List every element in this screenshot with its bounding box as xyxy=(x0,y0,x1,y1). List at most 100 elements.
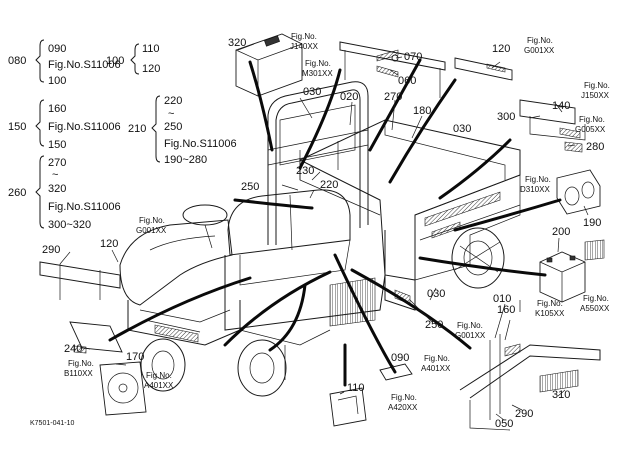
group-code-210: 210 xyxy=(128,123,146,135)
callout-090: 090 xyxy=(391,352,409,364)
callout-120-left: 120 xyxy=(100,238,118,250)
group-150-line-2: Fig.No.S11006 xyxy=(48,121,121,133)
front-bumper xyxy=(127,300,241,346)
callout-200: 200 xyxy=(552,226,570,238)
figref-b110-prefix: Fig.No. xyxy=(68,359,94,368)
part-170-fan-shroud xyxy=(99,361,147,416)
group-brackets xyxy=(35,39,161,229)
figref-j140-code: J140XX xyxy=(290,42,319,51)
part-320-tank xyxy=(235,33,303,97)
figref-j150-code: J150XX xyxy=(581,91,610,100)
figref-a401-left-prefix: Fig.No. xyxy=(146,371,172,380)
callout-120-top: 120 xyxy=(492,43,510,55)
group-260-line-3: 320 xyxy=(48,183,66,195)
hood xyxy=(119,219,233,306)
part-callouts: 320 070 060 120 030 020 270 180 030 140 … xyxy=(42,37,604,430)
callout-300: 300 xyxy=(497,111,515,123)
callout-250-top: 250 xyxy=(241,181,259,193)
callout-220: 220 xyxy=(320,179,338,191)
figref-d310-prefix: Fig.No. xyxy=(525,175,551,184)
callout-250-bottom: 250 xyxy=(425,319,443,331)
callout-270: 270 xyxy=(384,91,402,103)
figref-g005-code: G005XX xyxy=(575,125,606,134)
detached-parts xyxy=(39,33,605,431)
group-260-line-2: ~ xyxy=(52,169,58,181)
group-100-line-1: 110 xyxy=(142,43,160,55)
group-210-line-1: 220 xyxy=(164,95,182,107)
drawing-code: K7501-041-10 xyxy=(30,420,74,427)
seats xyxy=(227,189,351,256)
figref-k105-prefix: Fig.No. xyxy=(537,299,563,308)
group-210-line-4: Fig.No.S11006 xyxy=(164,138,237,150)
group-100-line-2: 120 xyxy=(142,63,160,75)
callout-050: 050 xyxy=(495,418,513,430)
figref-g001-bottom-prefix: Fig.No. xyxy=(457,321,483,330)
group-210-line-3: 250 xyxy=(164,121,182,133)
part-200-battery xyxy=(539,251,586,303)
callout-070: 070 xyxy=(404,51,422,63)
group-code-080: 080 xyxy=(8,55,26,67)
figref-g005-prefix: Fig.No. xyxy=(579,115,605,124)
group-150-line-3: 150 xyxy=(48,139,66,151)
callout-240: 240 xyxy=(64,343,82,355)
figref-a550-prefix: Fig.No. xyxy=(583,294,609,303)
group-260-line-1: 270 xyxy=(48,157,66,169)
callout-020: 020 xyxy=(340,91,358,103)
group-210-line-2: ~ xyxy=(168,108,174,120)
group-260-line-5: 300~320 xyxy=(48,219,91,231)
group-210-line-5: 190~280 xyxy=(164,154,207,166)
group-code-260: 260 xyxy=(8,187,26,199)
part-240-panel xyxy=(69,321,123,353)
figref-j140-prefix: Fig.No. xyxy=(291,32,317,41)
roll-bar xyxy=(267,81,369,245)
group-labels: 080 090 Fig.No.S11006 100 100 110 120 15… xyxy=(8,43,237,231)
group-code-150: 150 xyxy=(8,121,26,133)
callout-290-left: 290 xyxy=(42,244,60,256)
figref-g001-left-prefix: Fig.No. xyxy=(139,216,165,225)
callout-310: 310 xyxy=(552,389,570,401)
callout-190: 190 xyxy=(583,217,601,229)
callout-leaders xyxy=(59,43,589,421)
rear-wheel xyxy=(451,227,505,289)
figref-m301-prefix: Fig.No. xyxy=(305,59,331,68)
callout-170: 170 xyxy=(126,351,144,363)
figref-m301-code: M301XX xyxy=(302,69,333,78)
callout-030-top: 030 xyxy=(303,86,321,98)
figref-a420-code: A420XX xyxy=(388,403,418,412)
bed-decal xyxy=(424,191,501,227)
callout-320: 320 xyxy=(228,37,246,49)
group-260-line-4: Fig.No.S11006 xyxy=(48,201,121,213)
callout-290-bottom: 290 xyxy=(515,408,533,420)
figref-g001-bottom-code: G001XX xyxy=(455,331,486,340)
group-080-line-3: 100 xyxy=(48,75,66,87)
figref-a401-right-code: A401XX xyxy=(421,364,451,373)
callout-280: 280 xyxy=(586,141,604,153)
callout-060: 060 xyxy=(398,75,416,87)
callout-110: 110 xyxy=(347,382,365,394)
callout-010: 010 xyxy=(493,293,511,305)
figref-a401-right-prefix: Fig.No. xyxy=(424,354,450,363)
figref-k105-code: K105XX xyxy=(535,309,565,318)
callout-030-bottom: 030 xyxy=(427,288,445,300)
figure-references: Fig.No. J140XX Fig.No. M301XX Fig.No. G0… xyxy=(64,32,610,412)
figref-a550-code: A550XX xyxy=(580,304,610,313)
figref-a420-prefix: Fig.No. xyxy=(391,393,417,402)
figref-d310-code: D310XX xyxy=(520,185,550,194)
callout-030-right: 030 xyxy=(453,123,471,135)
group-150-line-1: 160 xyxy=(48,103,66,115)
figref-j150-prefix: Fig.No. xyxy=(584,81,610,90)
part-rear-frame xyxy=(459,344,601,399)
group-080-line-2: Fig.No.S11006 xyxy=(48,59,121,71)
leader-lines xyxy=(108,58,562,387)
front-wheel-right xyxy=(237,339,287,397)
callout-180: 180 xyxy=(413,105,431,117)
figref-g001-left-code: G001XX xyxy=(136,226,167,235)
callout-230: 230 xyxy=(296,165,314,177)
group-080-line-1: 090 xyxy=(48,43,66,55)
callout-160: 160 xyxy=(497,304,515,316)
group-code-100: 100 xyxy=(106,55,124,67)
figref-a401-left-code: A401XX xyxy=(144,381,174,390)
figref-g001-top-code: G001XX xyxy=(524,46,555,55)
